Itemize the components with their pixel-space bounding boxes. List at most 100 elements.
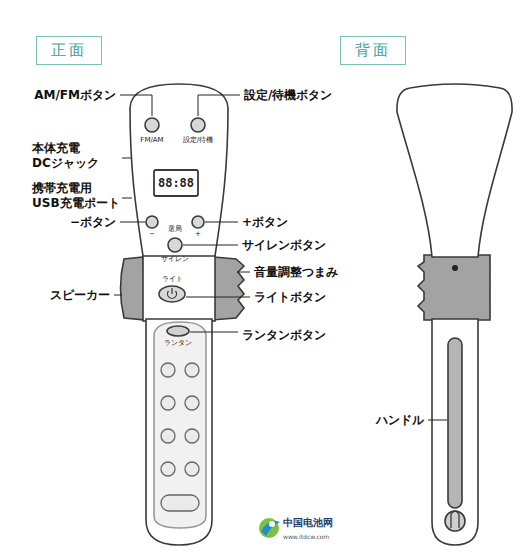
light-button bbox=[159, 286, 185, 302]
leader-line bbox=[114, 295, 122, 296]
leader-line bbox=[120, 222, 145, 223]
drawing-part bbox=[269, 521, 275, 527]
part-label-text: ランタンボタン bbox=[242, 328, 326, 342]
button-print-text: FM/AM bbox=[140, 136, 163, 144]
part-label-text: +ボタン bbox=[242, 215, 288, 229]
button-print-text: ランタン bbox=[164, 339, 192, 347]
fm-am-button bbox=[145, 118, 159, 132]
drawing-part bbox=[185, 396, 199, 410]
view-heading-box: 正面 bbox=[36, 36, 102, 65]
view-heading: 背面 bbox=[355, 41, 391, 59]
drawing-part bbox=[161, 495, 199, 511]
speaker-holes bbox=[161, 363, 199, 511]
back-dot bbox=[452, 265, 458, 271]
part-label-text: −ボタン bbox=[70, 215, 116, 229]
back-band bbox=[418, 255, 490, 320]
part-label-text: サイレンボタン bbox=[242, 238, 326, 252]
watermark: www.itdcw.com bbox=[283, 533, 329, 541]
button-print-text: ライト bbox=[162, 275, 183, 283]
minus-button bbox=[146, 216, 158, 228]
button-print-text: − bbox=[149, 230, 155, 238]
part-label: サイレンボタン bbox=[242, 238, 326, 253]
watermark-text: www.itdcw.com bbox=[283, 533, 329, 540]
part-label: 本体充電 DCジャック bbox=[32, 141, 120, 171]
button-print-text: + bbox=[195, 230, 201, 238]
part-label-text: 携帯充電用 USB充電ポート bbox=[32, 181, 120, 210]
drawing-part bbox=[161, 396, 175, 410]
part-label-text: スピーカー bbox=[50, 288, 110, 302]
button-print-text: サイレン bbox=[161, 255, 189, 263]
leader-lines bbox=[114, 95, 447, 420]
part-label-text: AM/FMボタン bbox=[34, 88, 116, 102]
grip bbox=[146, 319, 212, 545]
button-print: ランタン bbox=[164, 339, 192, 348]
button-print: + bbox=[195, 230, 201, 239]
view-heading-box: 背面 bbox=[340, 36, 406, 65]
part-label: −ボタン bbox=[70, 215, 116, 230]
part-label: 携帯充電用 USB充電ポート bbox=[32, 181, 130, 211]
button-print: FM/AM bbox=[140, 136, 163, 145]
siren-button bbox=[168, 238, 182, 252]
part-label: ランタンボタン bbox=[242, 328, 326, 343]
plus-button bbox=[192, 216, 204, 228]
speaker-piece bbox=[121, 257, 147, 320]
front-radio bbox=[121, 84, 245, 545]
part-label-text: 設定/待機ボタン bbox=[244, 88, 332, 102]
lcd-digits: 88:88 bbox=[158, 176, 194, 191]
part-label: AM/FMボタン bbox=[34, 88, 116, 103]
set-button bbox=[191, 118, 205, 132]
button-print: 設定/待機 bbox=[183, 136, 213, 145]
back-radio bbox=[397, 84, 512, 545]
head bbox=[130, 84, 228, 256]
drawing-part bbox=[185, 429, 199, 443]
part-label: 設定/待機ボタン bbox=[244, 88, 332, 103]
leader-line bbox=[428, 420, 447, 421]
leader-line bbox=[205, 222, 238, 223]
lantern-button bbox=[167, 326, 189, 336]
volume-knob bbox=[212, 257, 244, 320]
back-head bbox=[397, 84, 512, 257]
drawing-part bbox=[161, 429, 175, 443]
handle-slot bbox=[448, 338, 462, 508]
drawing-part bbox=[161, 462, 175, 476]
lcd-digits-text: 88:88 bbox=[158, 176, 194, 190]
part-label: ライトボタン bbox=[254, 290, 326, 305]
button-print: サイレン bbox=[161, 255, 189, 264]
watermark-logo bbox=[259, 518, 280, 538]
drawing-part bbox=[185, 363, 199, 377]
part-label: スピーカー bbox=[50, 288, 110, 303]
button-print: 選局 bbox=[168, 225, 182, 234]
part-label: +ボタン bbox=[242, 215, 288, 230]
leader-line bbox=[120, 95, 152, 116]
part-label: ハンドル bbox=[376, 413, 424, 428]
lcd-screen bbox=[154, 170, 198, 196]
drawing-part bbox=[185, 462, 199, 476]
drawing-part bbox=[259, 518, 279, 538]
part-label-text: 本体充電 DCジャック bbox=[32, 141, 99, 170]
grip-panel bbox=[154, 322, 206, 528]
part-label: 音量調整つまみ bbox=[254, 265, 338, 280]
leader-line bbox=[122, 158, 131, 159]
part-label-text: 音量調整つまみ bbox=[254, 265, 338, 279]
body-middle bbox=[143, 255, 215, 321]
part-label-text: ハンドル bbox=[376, 413, 424, 427]
drawing-part bbox=[261, 521, 280, 536]
button-print: − bbox=[149, 230, 155, 239]
watermark: 中国电池网 bbox=[283, 517, 333, 530]
crank-arm bbox=[451, 511, 459, 528]
part-label-text: ライトボタン bbox=[254, 290, 326, 304]
button-print-text: 設定/待機 bbox=[183, 136, 213, 144]
crank-hub bbox=[445, 511, 465, 531]
button-print: ライト bbox=[162, 275, 183, 284]
leader-line bbox=[237, 272, 250, 273]
view-heading: 正面 bbox=[51, 41, 87, 59]
drawing-part bbox=[161, 363, 175, 377]
leader-line bbox=[122, 198, 132, 199]
button-print-text: 選局 bbox=[168, 225, 182, 233]
leader-line bbox=[186, 297, 250, 298]
leader-line bbox=[190, 332, 238, 333]
leader-line bbox=[183, 245, 238, 246]
power-symbol bbox=[168, 288, 177, 298]
watermark-text: 中国电池网 bbox=[283, 517, 333, 528]
